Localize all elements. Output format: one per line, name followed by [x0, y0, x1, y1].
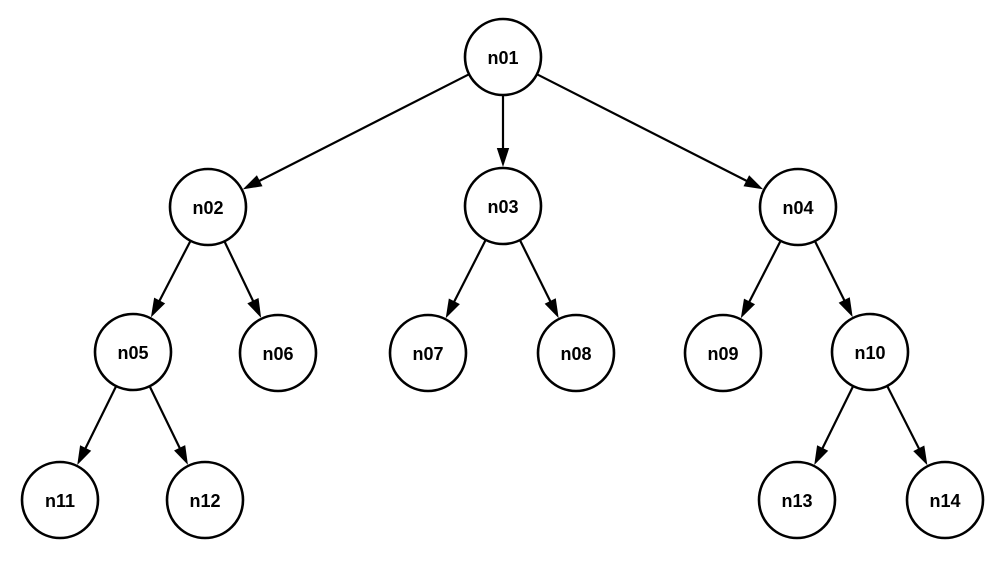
tree-node-n11[interactable]: n11: [20, 460, 100, 540]
edge-line: [257, 73, 470, 183]
edge-n02-to-n05: [150, 240, 192, 318]
arrow-head-icon: [445, 298, 460, 319]
node-circle[interactable]: [93, 312, 173, 392]
node-circle[interactable]: [463, 166, 543, 246]
tree-node-n03[interactable]: n03: [463, 166, 543, 246]
tree-node-n05[interactable]: n05: [93, 312, 173, 392]
edge-n01-to-n04: [536, 73, 764, 190]
edge-line: [747, 240, 782, 304]
edge-line: [157, 240, 192, 303]
node-circle[interactable]: [683, 313, 763, 393]
node-label: n05: [117, 343, 148, 363]
node-circle[interactable]: [238, 313, 318, 393]
node-circle[interactable]: [168, 167, 248, 247]
node-circle[interactable]: [20, 460, 100, 540]
tree-node-n06[interactable]: n06: [238, 313, 318, 393]
node-circle[interactable]: [757, 460, 837, 540]
tree-node-n02[interactable]: n02: [168, 167, 248, 247]
edge-line: [519, 239, 553, 304]
node-layer: n01 n02 n03 n04 n05 n06 n07 n08 n09 n10 n11 n12 n13 n…: [20, 17, 985, 540]
edge-line: [820, 386, 854, 451]
node-label: n12: [189, 491, 220, 511]
edge-n04-to-n09: [740, 240, 782, 319]
node-circle[interactable]: [536, 313, 616, 393]
node-label: n08: [560, 344, 591, 364]
node-circle[interactable]: [830, 312, 910, 392]
edge-n04-to-n10: [814, 240, 853, 318]
edge-n02-to-n06: [223, 241, 262, 318]
tree-node-n07[interactable]: n07: [388, 313, 468, 393]
tree-node-n13[interactable]: n13: [757, 460, 837, 540]
arrow-head-icon: [496, 148, 510, 167]
arrow-head-icon: [174, 445, 188, 465]
edge-line: [223, 241, 255, 303]
node-label: n09: [707, 344, 738, 364]
tree-node-n04[interactable]: n04: [758, 167, 838, 247]
tree-node-n12[interactable]: n12: [165, 460, 245, 540]
edge-line: [536, 73, 749, 183]
tree-node-n01[interactable]: n01: [463, 17, 543, 97]
edge-line: [83, 386, 117, 451]
edge-line: [452, 239, 487, 304]
edge-n01-to-n02: [242, 73, 470, 190]
edge-n03-to-n08: [519, 239, 559, 319]
arrow-head-icon: [544, 298, 559, 319]
tree-node-n08[interactable]: n08: [536, 313, 616, 393]
edge-line: [814, 240, 847, 303]
node-circle[interactable]: [388, 313, 468, 393]
arrow-head-icon: [740, 298, 756, 319]
node-label: n10: [854, 343, 885, 363]
node-circle[interactable]: [905, 460, 985, 540]
node-circle[interactable]: [165, 460, 245, 540]
edge-layer: [77, 73, 928, 466]
edge-line: [148, 386, 182, 451]
node-label: n03: [487, 197, 518, 217]
arrow-head-icon: [150, 297, 166, 318]
arrow-head-icon: [913, 445, 928, 466]
node-label: n01: [487, 48, 518, 68]
edge-n05-to-n11: [77, 386, 117, 466]
node-label: n04: [782, 198, 813, 218]
arrow-head-icon: [242, 175, 263, 190]
arrow-head-icon: [743, 175, 764, 190]
edge-n05-to-n12: [148, 386, 188, 465]
arrow-head-icon: [814, 445, 829, 466]
node-label: n11: [45, 491, 75, 511]
tree-node-n14[interactable]: n14: [905, 460, 985, 540]
edge-n01-to-n03: [496, 95, 510, 167]
tree-node-n10[interactable]: n10: [830, 312, 910, 392]
edge-line: [886, 385, 921, 451]
arrow-head-icon: [838, 297, 853, 318]
node-circle[interactable]: [463, 17, 543, 97]
node-label: n06: [262, 344, 293, 364]
edge-n10-to-n14: [886, 385, 928, 466]
node-label: n14: [929, 491, 960, 511]
node-label: n13: [781, 491, 812, 511]
arrow-head-icon: [247, 298, 262, 318]
edge-n03-to-n07: [445, 239, 487, 319]
node-label: n07: [412, 344, 443, 364]
node-label: n02: [192, 198, 223, 218]
tree-node-n09[interactable]: n09: [683, 313, 763, 393]
edge-n10-to-n13: [814, 386, 854, 466]
node-circle[interactable]: [758, 167, 838, 247]
arrow-head-icon: [77, 445, 92, 466]
